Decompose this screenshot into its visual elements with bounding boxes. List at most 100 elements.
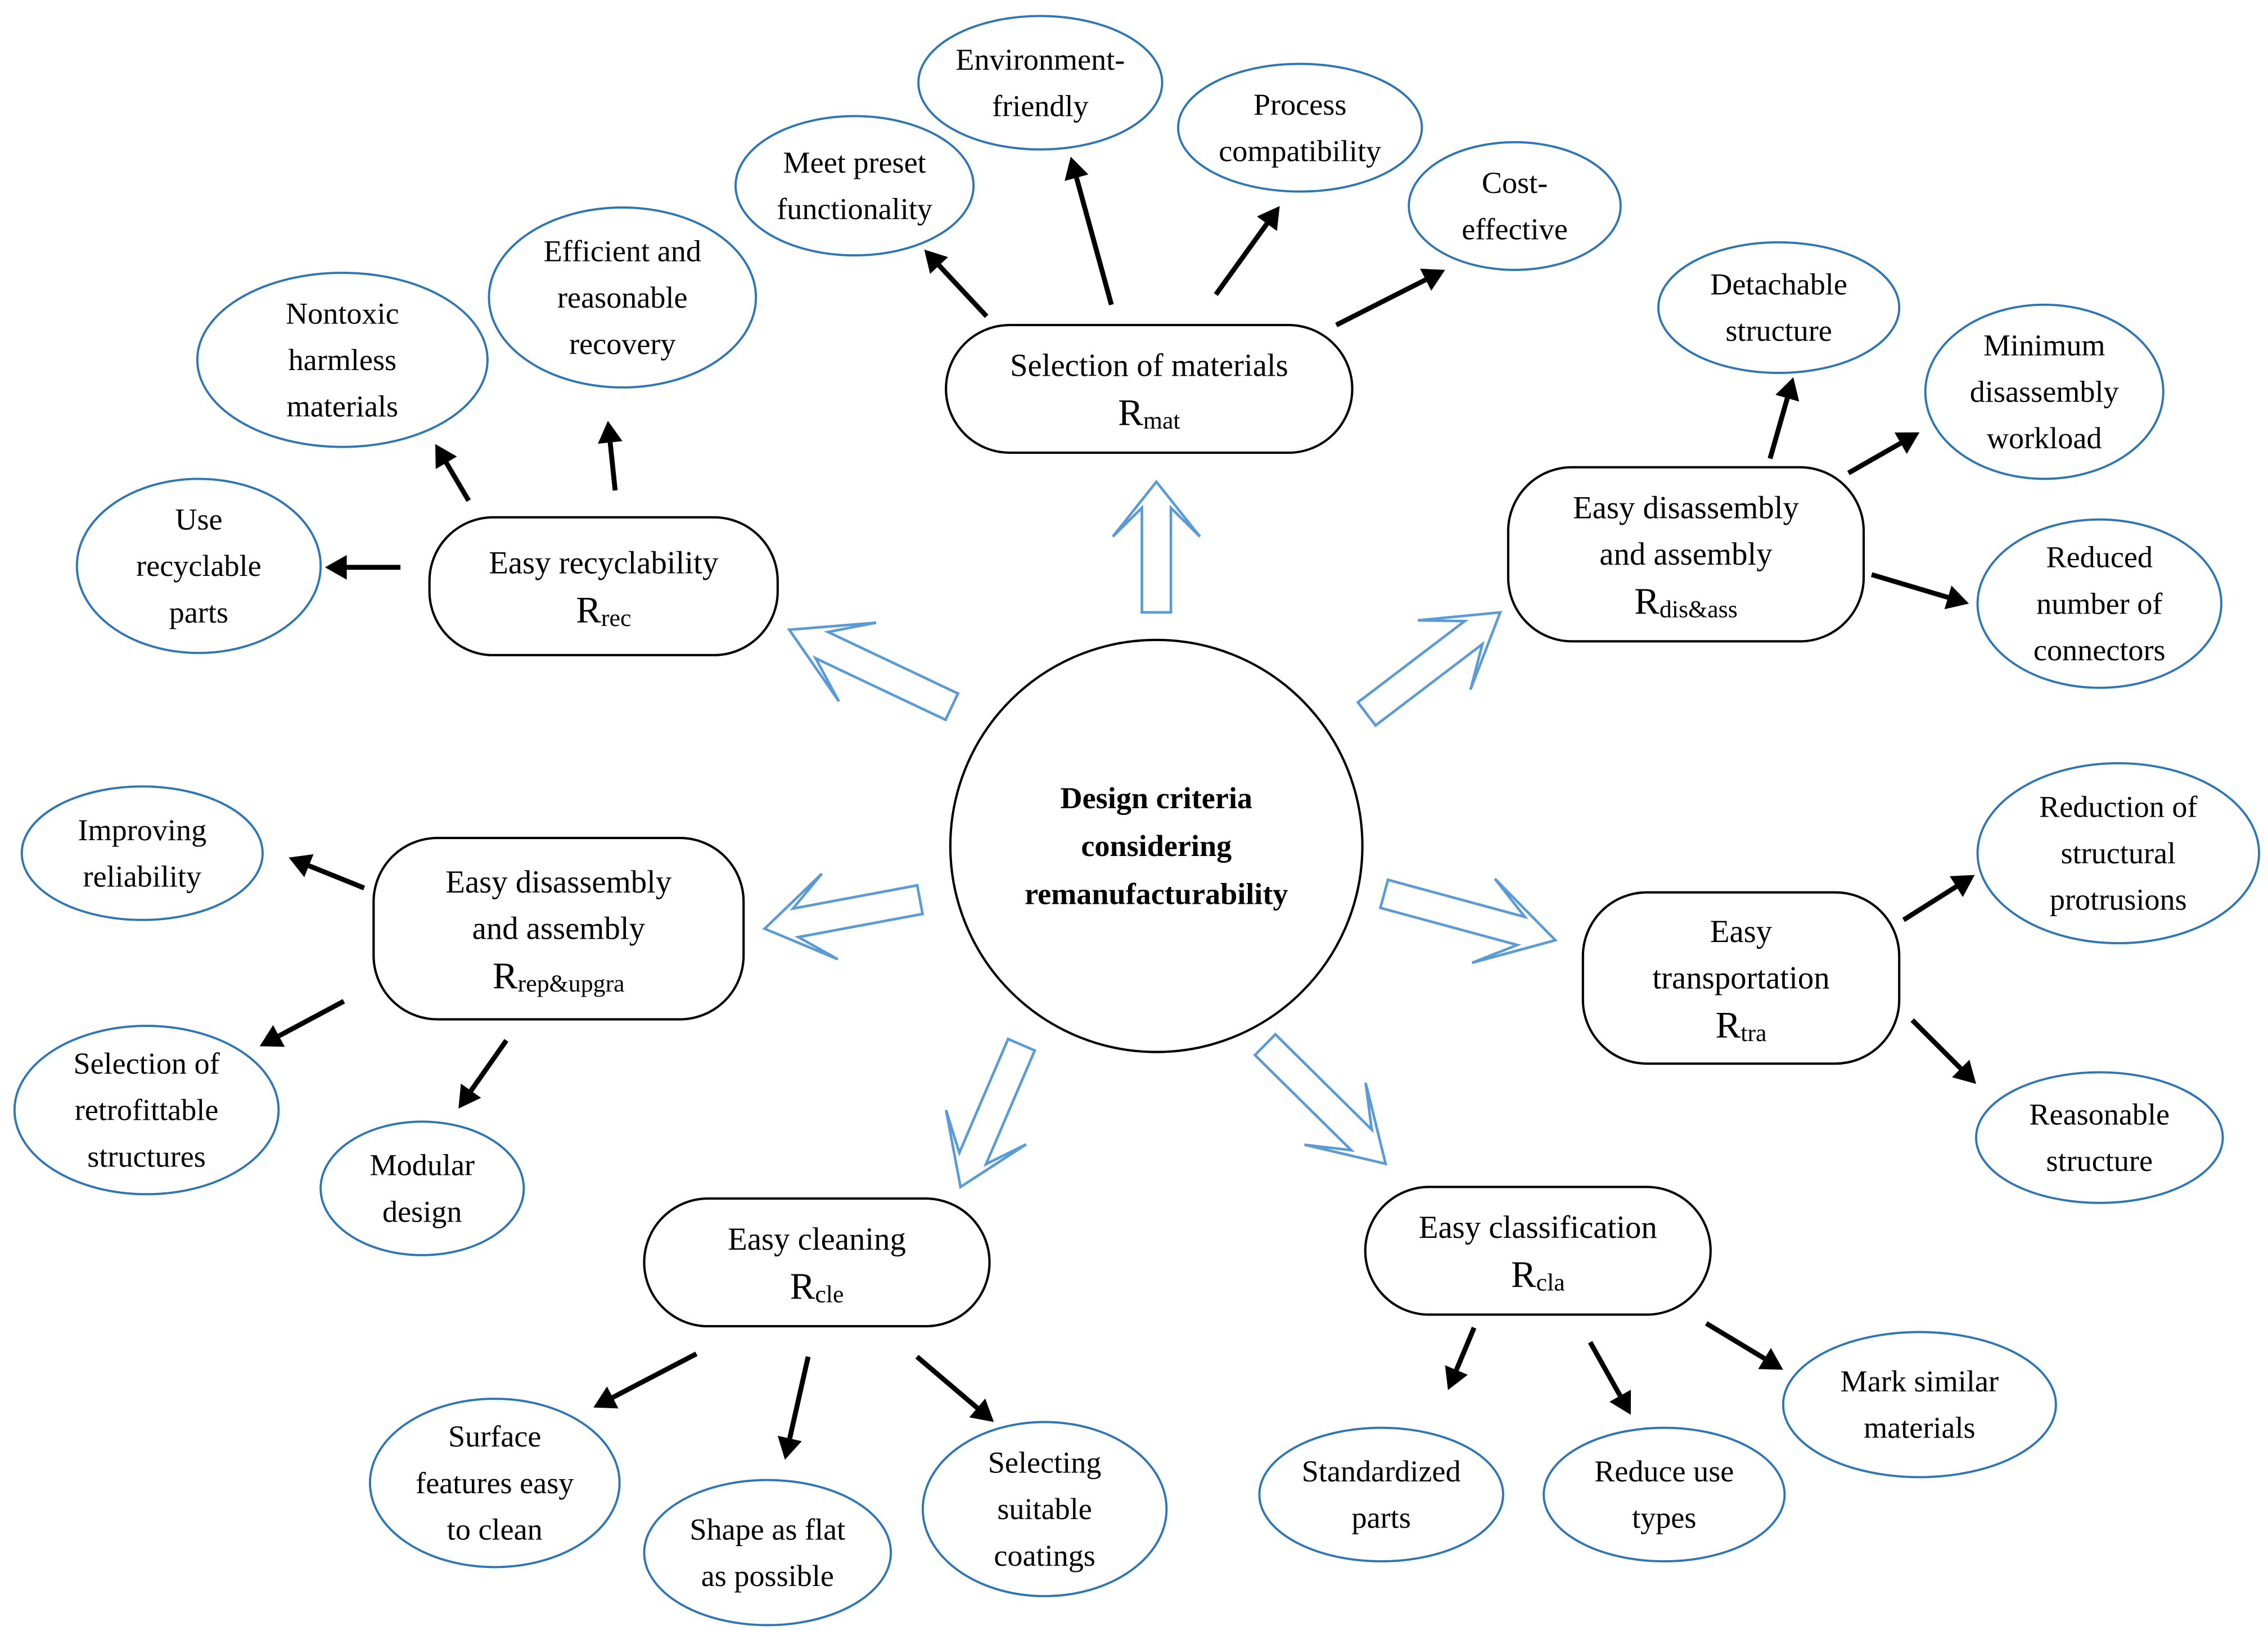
leaf-ellipse [1258,1426,1504,1563]
criterion-symbol-subscript: cle [815,1281,844,1308]
leaf-label: Environment- [955,43,1125,76]
criterion-symbol: Rtra [1715,1003,1766,1047]
criterion-symbol-subscript: mat [1143,407,1180,434]
hollow-arrow-tra [1378,877,1558,965]
leaf-ellipse [319,1120,525,1256]
leaf-label: compatibility [1219,134,1381,168]
central-label: remanufacturability [1025,877,1288,911]
criterion-symbol-subscript: rep&upgra [518,970,625,997]
arrow-to-standardized-parts [1445,1327,1477,1390]
criterion-label: and assembly [1599,537,1773,572]
criterion-symbol-base: R [1634,580,1660,622]
criterion-box [643,1197,991,1328]
leaf-ellipse [75,477,322,654]
criterion-symbol-base: R [493,954,518,996]
leaf-label: structure [1725,314,1832,348]
leaf-node-reduced-number-of-connectors: Reduced number of connectors [1976,518,2222,689]
leaf-ellipse [1657,241,1901,374]
criterion-label: Easy disassembly [445,864,672,900]
arrow-to-nontoxic-harmless-materials [435,444,471,502]
arrow-to-process-compatibility [1214,206,1280,296]
leaf-label: protrusions [2050,883,2187,917]
arrow-to-detachable-structure [1767,377,1800,459]
leaf-label: retrofittable [75,1093,219,1127]
criterion-box [1364,1186,1712,1316]
leaf-label: structures [87,1139,206,1173]
leaf-label: Selecting [988,1446,1102,1480]
leaf-label: coatings [994,1539,1095,1573]
criterion-label: and assembly [472,911,646,947]
leaf-label: reliability [83,859,202,893]
leaf-label: features easy [416,1466,574,1500]
leaf-label: number of [2036,587,2163,620]
hollow-arrow-rec [787,621,960,722]
leaf-label: Modular [369,1148,475,1182]
criterion-box [428,516,779,656]
criterion-label: Easy recyclability [489,546,719,581]
leaf-node-cost-effective: Cost-effective [1408,141,1622,271]
leaf-label: Use [175,503,222,537]
leaf-ellipse [488,206,757,389]
criterion-box [945,323,1354,454]
hollow-arrow-cla [1253,1032,1388,1166]
arrow-to-cost-effective [1335,268,1445,327]
leaf-label: friendly [992,89,1088,123]
criterion-symbol-base: R [1511,1253,1536,1295]
arrow-to-minimum-disassembly-workload [1847,432,1920,475]
leaf-ellipse [196,272,489,448]
criterion-symbol-subscript: rec [601,605,632,632]
leaf-node-selection-retrofittable-structures: Selection of retrofittable structures [13,1025,280,1196]
criterion-label: Easy [1710,914,1773,949]
leaf-label: connectors [2033,633,2166,667]
leaf-ellipse [1924,303,2165,480]
criterion-label: Selection of materials [1010,348,1288,384]
leaf-label: parts [1352,1501,1411,1535]
leaf-label: Reduced [2046,540,2153,574]
arrow-to-reduction-structural-protrusions [1902,875,1975,922]
criterion-box [1507,466,1865,643]
leaf-ellipse [368,1398,621,1569]
hollow-arrow-rep-upgra [762,872,925,961]
leaf-label: as possible [701,1559,834,1593]
leaf-label: harmless [288,343,397,377]
arrow-to-shape-as-flat-as-possible [777,1356,811,1460]
leaf-ellipse [1408,141,1622,271]
leaf-node-environment-friendly: Environment-friendly [917,15,1164,151]
arrow-to-surface-features-easy-to-clean [593,1351,698,1409]
arrow-to-modular-design [458,1039,509,1109]
arrow-to-mark-similar-materials [1705,1321,1783,1370]
criterion-symbol-subscript: tra [1741,1020,1766,1047]
leaf-ellipse [921,1421,1168,1597]
leaf-label: disassembly [1970,375,2119,409]
arrow-to-reduce-use-types [1588,1341,1631,1415]
hollow-arrow-mat [1112,479,1201,614]
arrow-to-reduced-number-of-connectors [1870,572,1969,610]
hollow-arrow-dis-ass [1356,611,1503,728]
leaf-label: recovery [569,327,675,361]
criterion-label: Easy disassembly [1573,490,1800,526]
criterion-symbol: Rmat [1118,391,1180,434]
central-concept-node: Design criteriaconsideringremanufacturab… [949,638,1364,1053]
criterion-symbol-base: R [1715,1003,1741,1046]
leaf-label: Selection of [73,1047,220,1080]
leaf-label: structural [2061,836,2176,870]
leaf-label: reasonable [557,281,688,314]
criterion-box [372,836,745,1021]
criterion-symbol: Rdis&ass [1634,580,1738,623]
leaf-label: Cost- [1482,166,1548,200]
leaf-label: Meet preset [783,146,926,179]
leaf-ellipse [1975,1071,2224,1204]
